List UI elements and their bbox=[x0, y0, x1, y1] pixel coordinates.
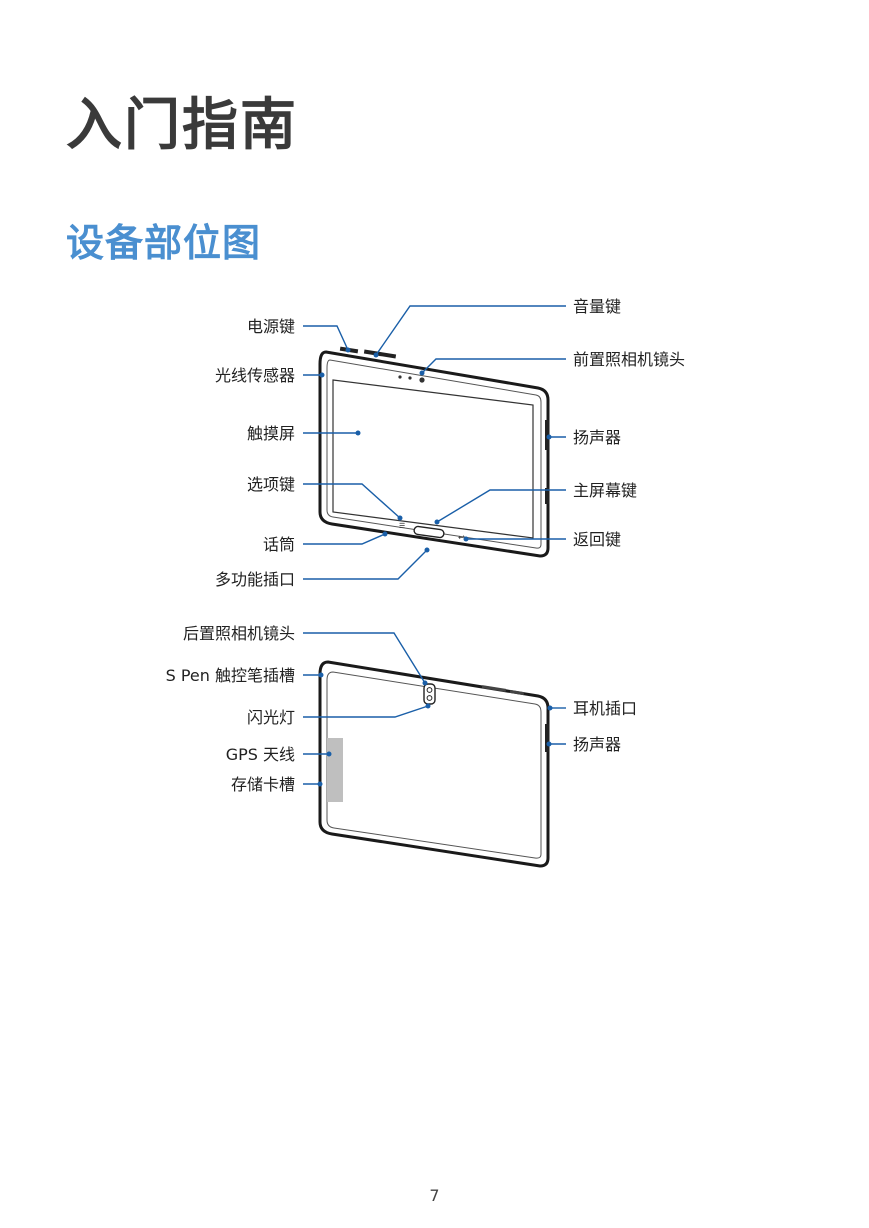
front-leader-lines bbox=[303, 305, 566, 580]
label-back-key: 返回键 bbox=[573, 530, 621, 549]
svg-text:☰: ☰ bbox=[399, 522, 405, 530]
label-option-key: 选项键 bbox=[247, 475, 295, 494]
label-headset-jack: 耳机插口 bbox=[573, 699, 637, 718]
front-tablet-illustration: ☰ ↩ bbox=[318, 346, 550, 558]
label-light-sensor: 光线传感器 bbox=[215, 366, 295, 385]
label-rear-camera: 后置照相机镜头 bbox=[183, 624, 295, 643]
label-multipurpose-jack: 多功能插口 bbox=[215, 570, 295, 589]
front-labels: 电源键 光线传感器 触摸屏 选项键 话筒 多功能插口 音量键 前置照相机镜头 扬… bbox=[215, 297, 685, 589]
label-volume-key: 音量键 bbox=[573, 297, 621, 316]
label-flash: 闪光灯 bbox=[247, 708, 295, 727]
label-speaker-back: 扬声器 bbox=[573, 735, 621, 754]
chapter-title: 入门指南 bbox=[66, 93, 298, 158]
back-labels: 后置照相机镜头 S Pen 触控笔插槽 闪光灯 GPS 天线 存储卡槽 耳机插口… bbox=[166, 624, 637, 794]
label-speaker-front: 扬声器 bbox=[573, 428, 621, 447]
label-home-key: 主屏幕键 bbox=[573, 481, 637, 500]
label-memory-card-slot: 存储卡槽 bbox=[231, 775, 295, 794]
back-leader-lines bbox=[303, 632, 566, 787]
svg-text:↩: ↩ bbox=[458, 533, 465, 542]
section-title: 设备部位图 bbox=[66, 221, 262, 265]
label-microphone: 话筒 bbox=[263, 535, 295, 554]
label-power-key: 电源键 bbox=[247, 317, 295, 336]
back-tablet-illustration bbox=[318, 660, 550, 868]
label-spen-slot: S Pen 触控笔插槽 bbox=[166, 666, 295, 685]
label-front-camera: 前置照相机镜头 bbox=[573, 350, 685, 369]
page-number: 7 bbox=[429, 1186, 440, 1205]
label-touchscreen: 触摸屏 bbox=[247, 424, 295, 443]
label-gps-antenna: GPS 天线 bbox=[226, 745, 295, 764]
